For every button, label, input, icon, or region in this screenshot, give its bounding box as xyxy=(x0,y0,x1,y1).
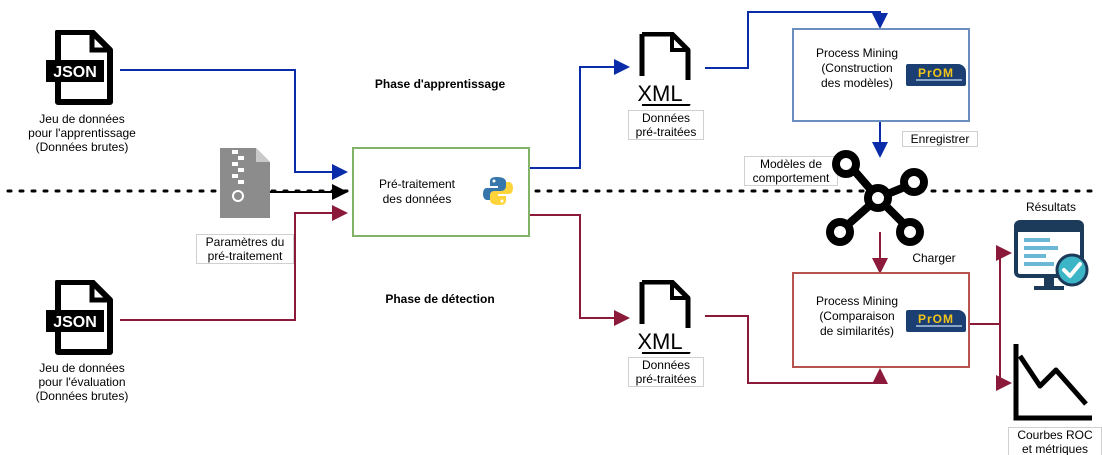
xml-file-icon: XML xyxy=(628,32,692,106)
charger-label: Charger xyxy=(912,251,956,265)
prom-bottom-label: Process Mining (Comparaison de similarit… xyxy=(815,294,899,338)
svg-text:XML: XML xyxy=(637,329,682,354)
params-label: Paramètres du pré-traitement xyxy=(196,234,294,264)
resultats-label: Résultats xyxy=(1025,200,1077,214)
prom-top-label: Process Mining (Construction des modèles… xyxy=(815,46,899,90)
xml-top-label: Données pré-traitées xyxy=(628,110,704,140)
edge-xml-bottom-to-prom xyxy=(705,315,888,384)
xml-bottom-label: Données pré-traitées xyxy=(628,357,704,387)
edge-xml-top-to-prom xyxy=(705,11,888,69)
edge-prom-to-roc xyxy=(996,324,1012,391)
roc-curve-icon xyxy=(1013,344,1092,421)
python-logo-icon xyxy=(483,177,513,205)
phase-train-label: Phase d'apprentissage xyxy=(374,77,506,91)
json-eval-label: Jeu de données pour l'évaluation (Donnée… xyxy=(35,361,129,403)
preprocess-node: Pré-traitement des données xyxy=(352,147,530,237)
edge-preprocess-to-xml-bottom xyxy=(530,214,630,326)
prom-logo-icon: PrOM xyxy=(906,64,966,86)
edge-json-train-to-preprocess xyxy=(120,69,348,180)
json-train-label: Jeu de données pour l'apprentissage (Don… xyxy=(28,112,136,154)
svg-text:JSON: JSON xyxy=(53,314,97,331)
models-label: Modèles de comportement xyxy=(744,156,838,186)
roc-label: Courbes ROC et métriques xyxy=(1008,427,1102,455)
enregistrer-label: Enregistrer xyxy=(902,131,978,147)
svg-text:JSON: JSON xyxy=(53,64,97,81)
prom-logo-icon-bottom: PrOM xyxy=(906,310,966,332)
edge-preprocess-to-xml-top xyxy=(530,59,630,169)
svg-text:XML: XML xyxy=(637,81,682,106)
prom-construction-node: Process Mining (Construction des modèles… xyxy=(792,28,970,122)
edge-prom-to-results xyxy=(970,245,1012,325)
results-monitor-icon xyxy=(1014,220,1089,290)
phase-detect-label: Phase de détection xyxy=(385,292,495,306)
edge-json-eval-to-preprocess xyxy=(120,205,348,321)
json-file-icon-eval: JSON xyxy=(46,280,113,355)
graph-model-icon xyxy=(826,150,928,246)
prom-comparison-node: Process Mining (Comparaison de similarit… xyxy=(792,272,970,368)
json-file-icon: JSON xyxy=(46,30,113,105)
preprocess-label: Pré-traitement des données xyxy=(378,177,456,206)
zip-file-icon xyxy=(220,148,270,218)
xml-file-icon-bottom: XML xyxy=(628,280,692,354)
